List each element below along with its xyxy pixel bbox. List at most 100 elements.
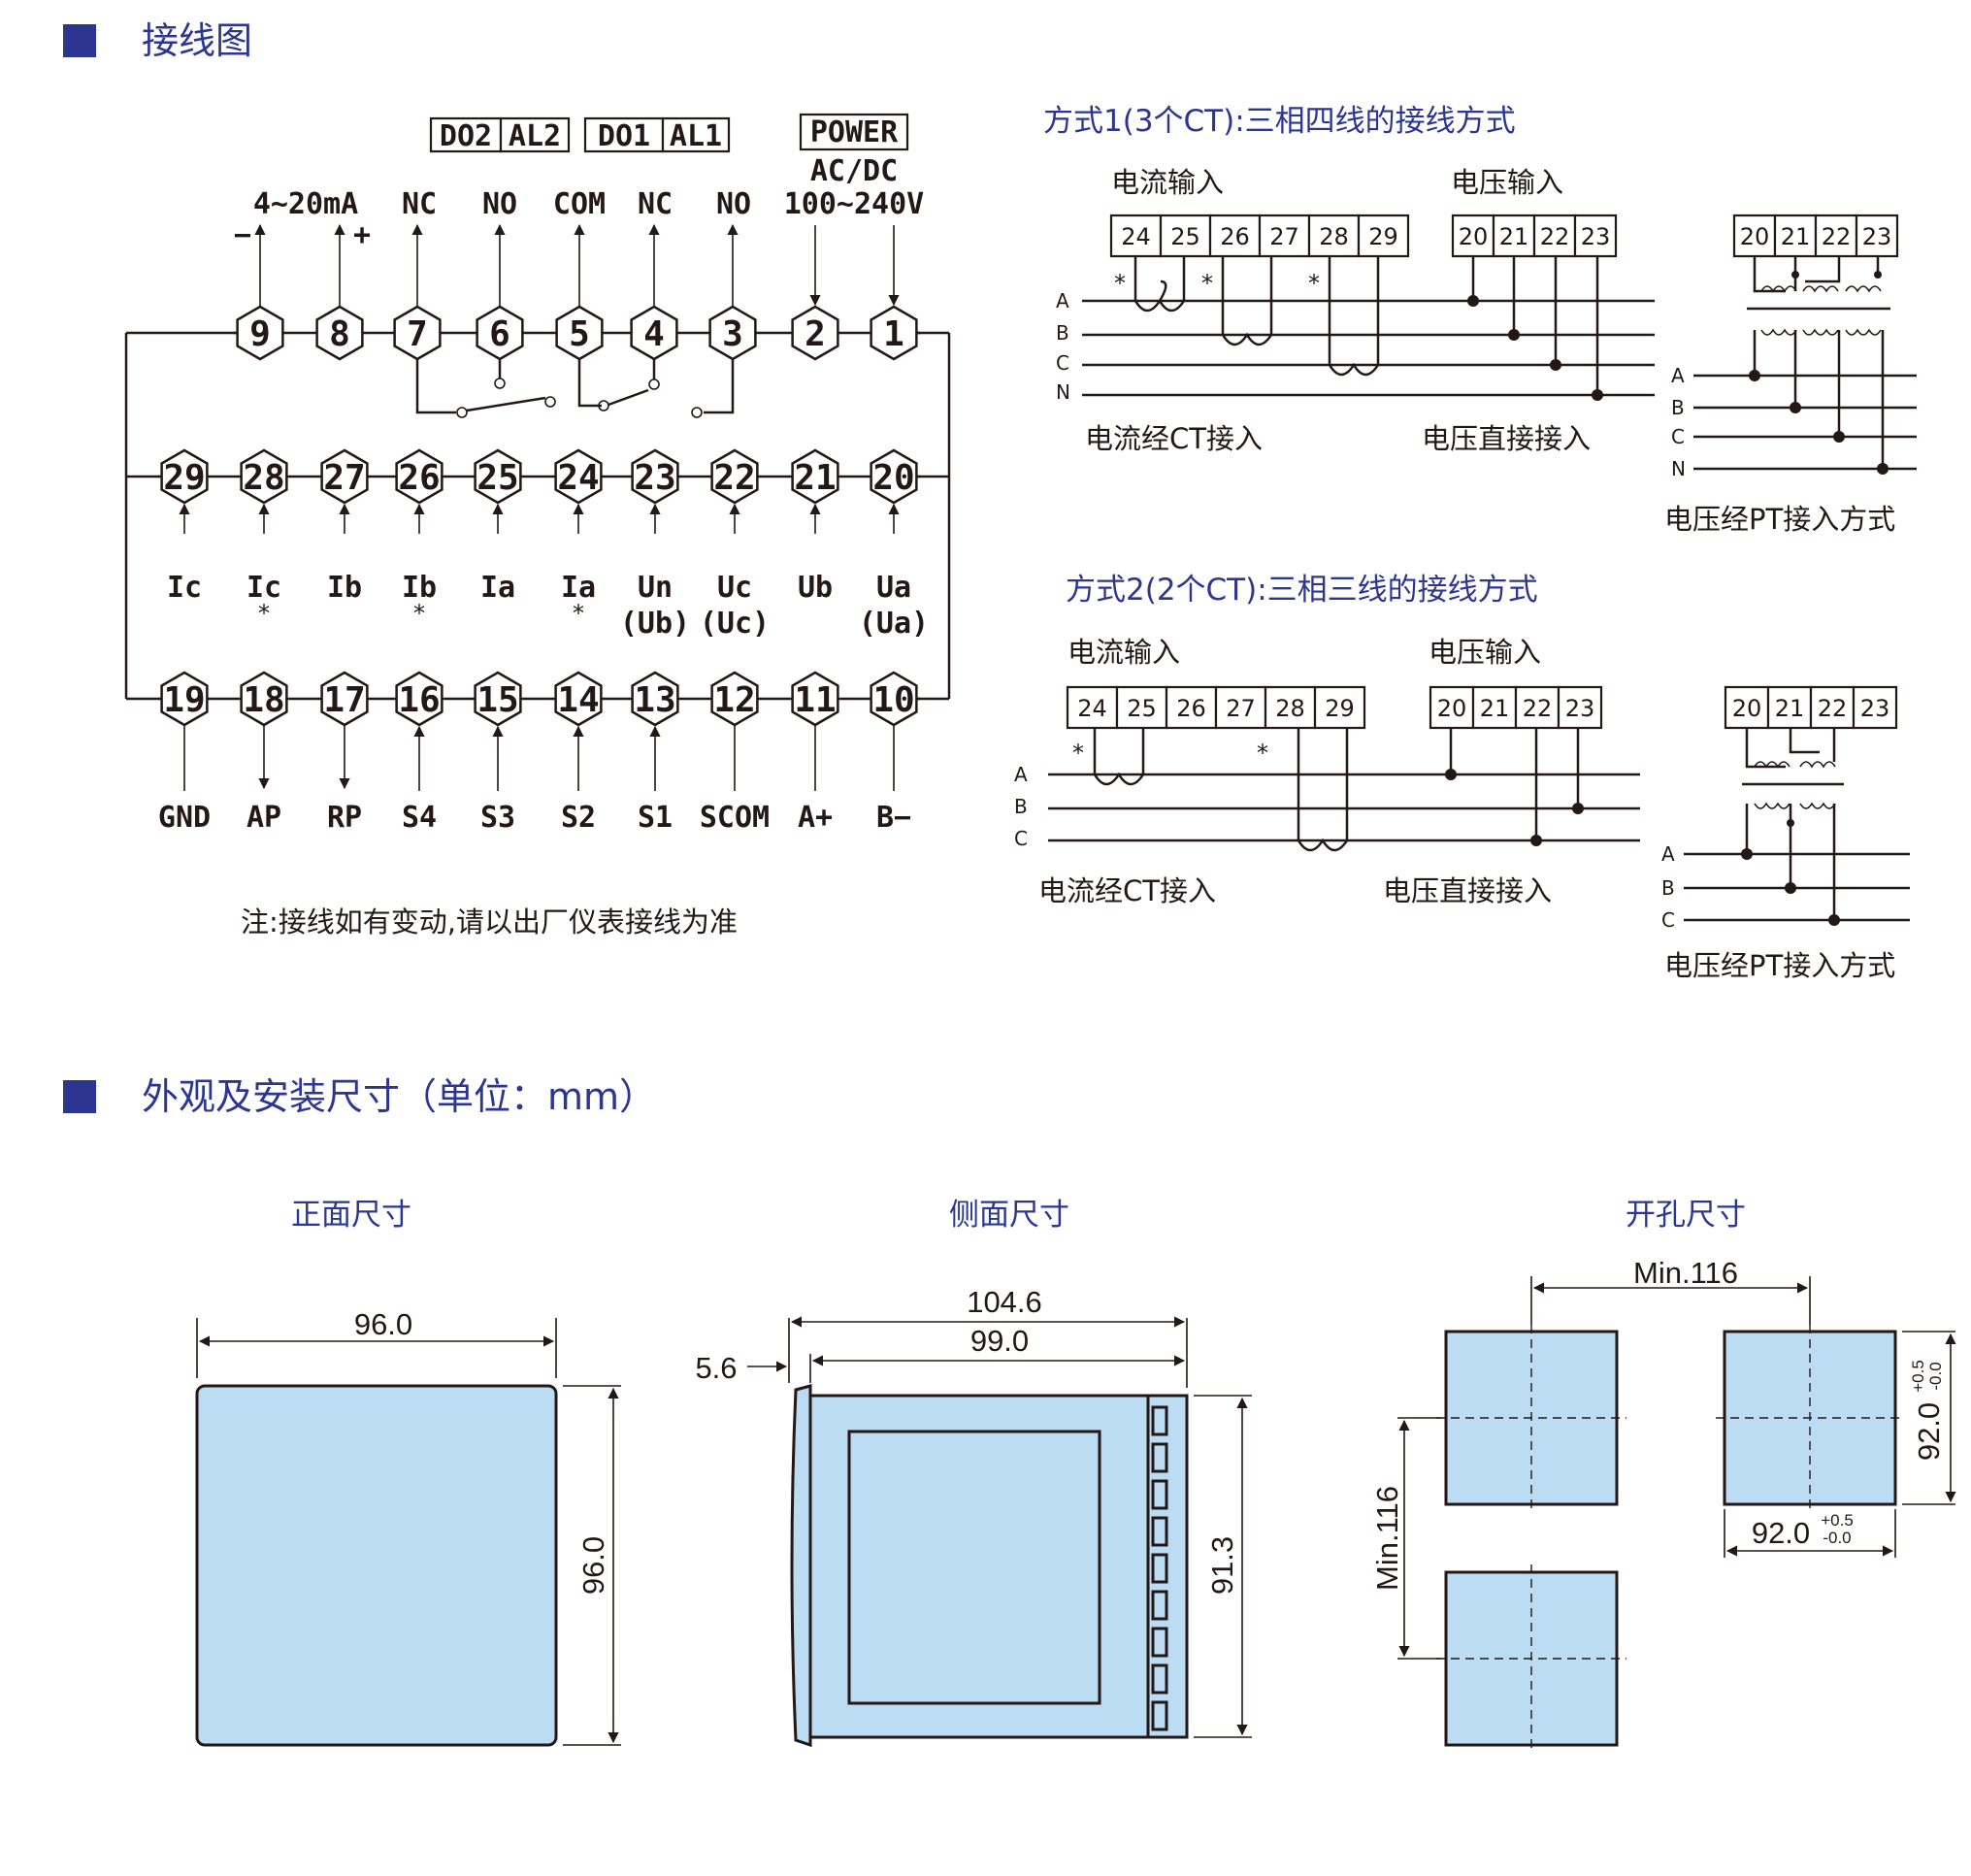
row1-terminal-number: 1: [883, 314, 904, 354]
row3-terminal-hex: [631, 671, 679, 727]
row2-signal-label: Ia: [480, 571, 515, 605]
row1-terminal-hex: [708, 305, 757, 361]
row3-terminal-number: 17: [323, 680, 365, 720]
row3-signal-label: S2: [561, 801, 596, 835]
terminal-cell: 20: [1740, 223, 1770, 250]
terminal-cell: 29: [1368, 223, 1398, 250]
row2-terminal-number: 25: [476, 458, 518, 498]
front-width-dim: 96.0: [354, 1307, 412, 1341]
relay-box-al2: AL2: [509, 119, 561, 153]
cutout-h-spacing: Min.116: [1633, 1256, 1738, 1290]
row1-terminal-hex: [315, 305, 364, 361]
terminal-cell: 20: [1732, 695, 1762, 722]
row2-signal-label: Ic: [167, 571, 202, 605]
row2-terminal-number: 26: [398, 458, 440, 498]
row3-signal-label: S4: [402, 801, 437, 835]
row2-terminal-number: 29: [163, 458, 205, 498]
m2-pt-line-b: B: [1661, 876, 1675, 900]
row3-terminal-hex: [474, 671, 522, 727]
dimension-section-title: 外观及安装尺寸（单位：mm）: [142, 1075, 656, 1118]
row1-terminal-hex: [476, 305, 524, 361]
cutout-v-spacing: Min.116: [1370, 1486, 1404, 1591]
method1-title: 方式1(3个CT):三相四线的接线方式: [1043, 104, 1516, 139]
row2-terminal-hex: [395, 448, 443, 505]
terminal-cell: 26: [1220, 223, 1250, 250]
terminal-cell: 22: [1818, 695, 1848, 722]
row2-signal-label: Ua: [876, 571, 911, 605]
relay-box-al1: AL1: [670, 119, 722, 153]
side-front-dim: 5.6: [695, 1351, 737, 1385]
label-no-6: NO: [482, 187, 517, 221]
m2-line-b: B: [1014, 795, 1028, 818]
label-com-5: COM: [553, 187, 606, 221]
m2-line-a: A: [1014, 763, 1028, 786]
m1-star-c: *: [1308, 270, 1320, 297]
method2-voltage-input: 电压输入: [1429, 636, 1541, 669]
row1-terminal-number: 3: [722, 314, 743, 354]
terminal-cell: 20: [1459, 223, 1489, 250]
row2-terminal-hex: [631, 448, 679, 505]
m1-pt-line-a: A: [1671, 364, 1685, 387]
m2-ct-label: 电流经CT接入: [1038, 874, 1216, 907]
row3-terminal-hex: [554, 671, 603, 727]
row2-terminal-number: 27: [323, 458, 365, 498]
row1-terminal-number: 8: [329, 314, 350, 354]
row3-signal-label: AP: [246, 801, 281, 835]
row2-terminal-number: 22: [713, 458, 755, 498]
terminal-cell: 23: [1565, 695, 1595, 722]
side-height-dim: 91.3: [1205, 1536, 1239, 1595]
row3-signal-label: B−: [876, 801, 911, 835]
cutout-view: Min.116 Min.116 92.0 +0.5 -0.0 92.0 +0.5…: [1370, 1256, 1956, 1753]
power-type: AC/DC: [810, 154, 898, 188]
row2-terminal-hex: [791, 448, 839, 505]
label-minus: −: [234, 218, 251, 252]
row3-terminal-number: 13: [634, 680, 675, 720]
terminal-cell: 22: [1523, 695, 1553, 722]
label-nc-4: NC: [638, 187, 673, 221]
cutout-tol-plus-h: +0.5: [1821, 1511, 1854, 1530]
row3-terminal-number: 19: [163, 680, 205, 720]
row3-signal-label: S1: [638, 801, 673, 835]
polarity-star: *: [413, 600, 425, 627]
terminal-cell: 29: [1325, 695, 1355, 722]
row3-signal-label: RP: [327, 801, 362, 835]
terminal-cell: 21: [1480, 695, 1510, 722]
row1-terminal-number: 2: [805, 314, 826, 354]
label-plus: +: [353, 218, 371, 252]
cutout-size-h: 92.0: [1752, 1516, 1810, 1550]
row1-terminal-hex: [791, 305, 839, 361]
m2-star-a: *: [1072, 740, 1084, 767]
terminal-cell: 21: [1775, 695, 1805, 722]
row2-alt-label: (Ua): [859, 607, 929, 641]
wiring-section-title: 接线图: [142, 19, 252, 62]
m1-star-b: *: [1201, 270, 1213, 297]
row2-terminal-number: 21: [794, 458, 836, 498]
side-view: 104.6 99.0 5.6 91.3: [695, 1285, 1252, 1748]
row2-signal-label: Ia: [561, 571, 596, 605]
wiring-note: 注:接线如有变动,请以出厂仪表接线为准: [241, 905, 738, 938]
relay-box-do2: DO2: [440, 119, 492, 153]
row1-terminal-number: 9: [249, 314, 271, 354]
row2-terminal-number: 24: [557, 458, 599, 498]
row2-terminal-hex: [240, 448, 288, 505]
front-view-title: 正面尺寸: [291, 1198, 411, 1233]
terminal-cell: 27: [1269, 223, 1299, 250]
m1-pt-label: 电压经PT接入方式: [1664, 503, 1895, 536]
cutout-view-title: 开孔尺寸: [1626, 1198, 1746, 1233]
row1-terminal-number: 4: [643, 314, 665, 354]
row2-terminal-hex: [160, 448, 209, 505]
method2-current-input: 电流输入: [1068, 636, 1180, 669]
m2-star-c: *: [1257, 740, 1268, 767]
method1-current-input: 电流输入: [1111, 166, 1224, 199]
front-height-dim: 96.0: [576, 1536, 610, 1595]
terminal-cell: 24: [1121, 223, 1151, 250]
row2-terminal-number: 28: [243, 458, 284, 498]
row1-terminal-hex: [870, 305, 918, 361]
row1-terminal-hex: [555, 305, 604, 361]
m1-pt-line-n: N: [1671, 457, 1686, 480]
cutout-size-v: 92.0: [1912, 1402, 1946, 1461]
row2-terminal-hex: [474, 448, 522, 505]
